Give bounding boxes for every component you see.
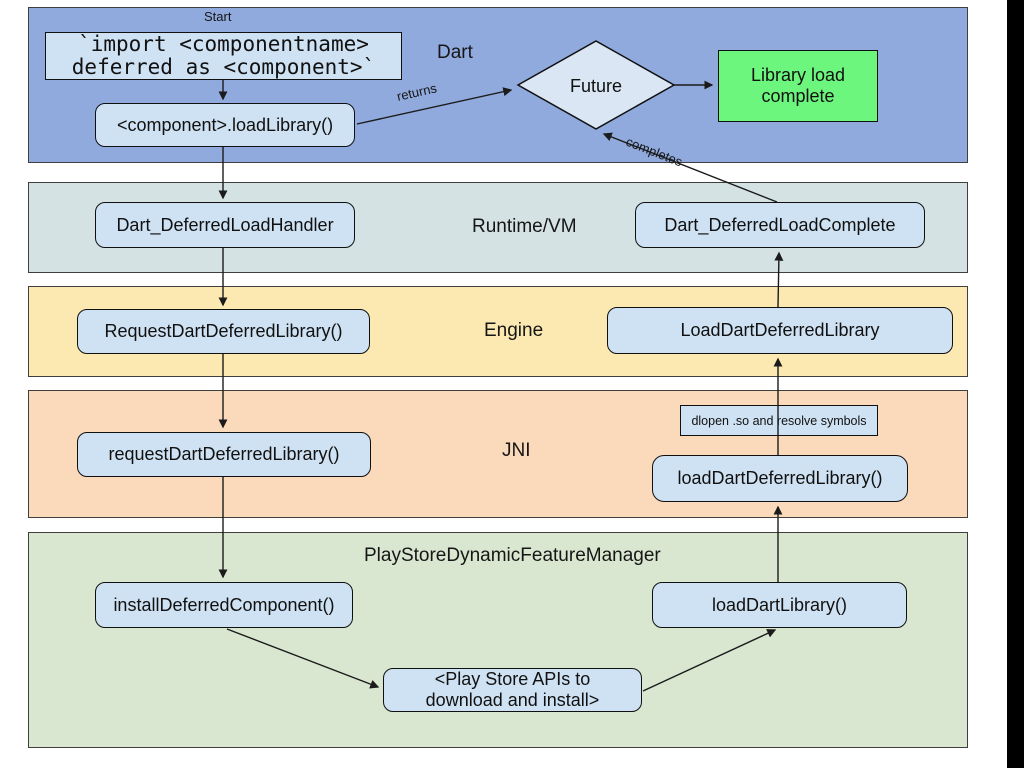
node-request-dart-deferred-library: RequestDartDeferredLibrary() (77, 309, 370, 354)
band-play-store (28, 532, 968, 748)
node-dart-deferred-load-complete: Dart_DeferredLoadComplete (635, 202, 925, 248)
node-library-load-complete: Library load complete (718, 50, 878, 122)
band-label-runtime-vm: Runtime/VM (472, 216, 577, 237)
node-install-deferred-component: installDeferredComponent() (95, 582, 353, 628)
node-dart-deferred-load-handler: Dart_DeferredLoadHandler (95, 202, 355, 248)
band-label-engine: Engine (484, 320, 544, 341)
band-label-play-store: PlayStoreDynamicFeatureManager (364, 545, 661, 566)
band-label-dart: Dart (437, 42, 473, 63)
node-request-dart-deferred-library-jni: requestDartDeferredLibrary() (77, 432, 371, 477)
import-statement-line1: `import <componentname> (78, 32, 369, 56)
screen-edge-black-bar (1007, 0, 1024, 768)
play-store-apis-line1: <Play Store APIs to (434, 669, 591, 689)
node-load-dart-library: loadDartLibrary() (652, 582, 907, 628)
node-load-library: <component>.loadLibrary() (95, 103, 355, 147)
node-play-store-apis: <Play Store APIs to download and install… (383, 668, 642, 712)
node-import-statement: `import <componentname> deferred as <com… (45, 32, 402, 80)
node-dlopen-note: dlopen .so and resolve symbols (680, 405, 878, 436)
play-store-apis-line2: download and install> (425, 690, 600, 710)
node-load-dart-deferred-library-jni: loadDartDeferredLibrary() (652, 455, 908, 502)
band-label-jni: JNI (502, 440, 531, 461)
import-statement-line2: deferred as <component>` (71, 55, 376, 79)
start-label: Start (204, 9, 232, 24)
node-load-dart-deferred-library: LoadDartDeferredLibrary (607, 307, 953, 354)
